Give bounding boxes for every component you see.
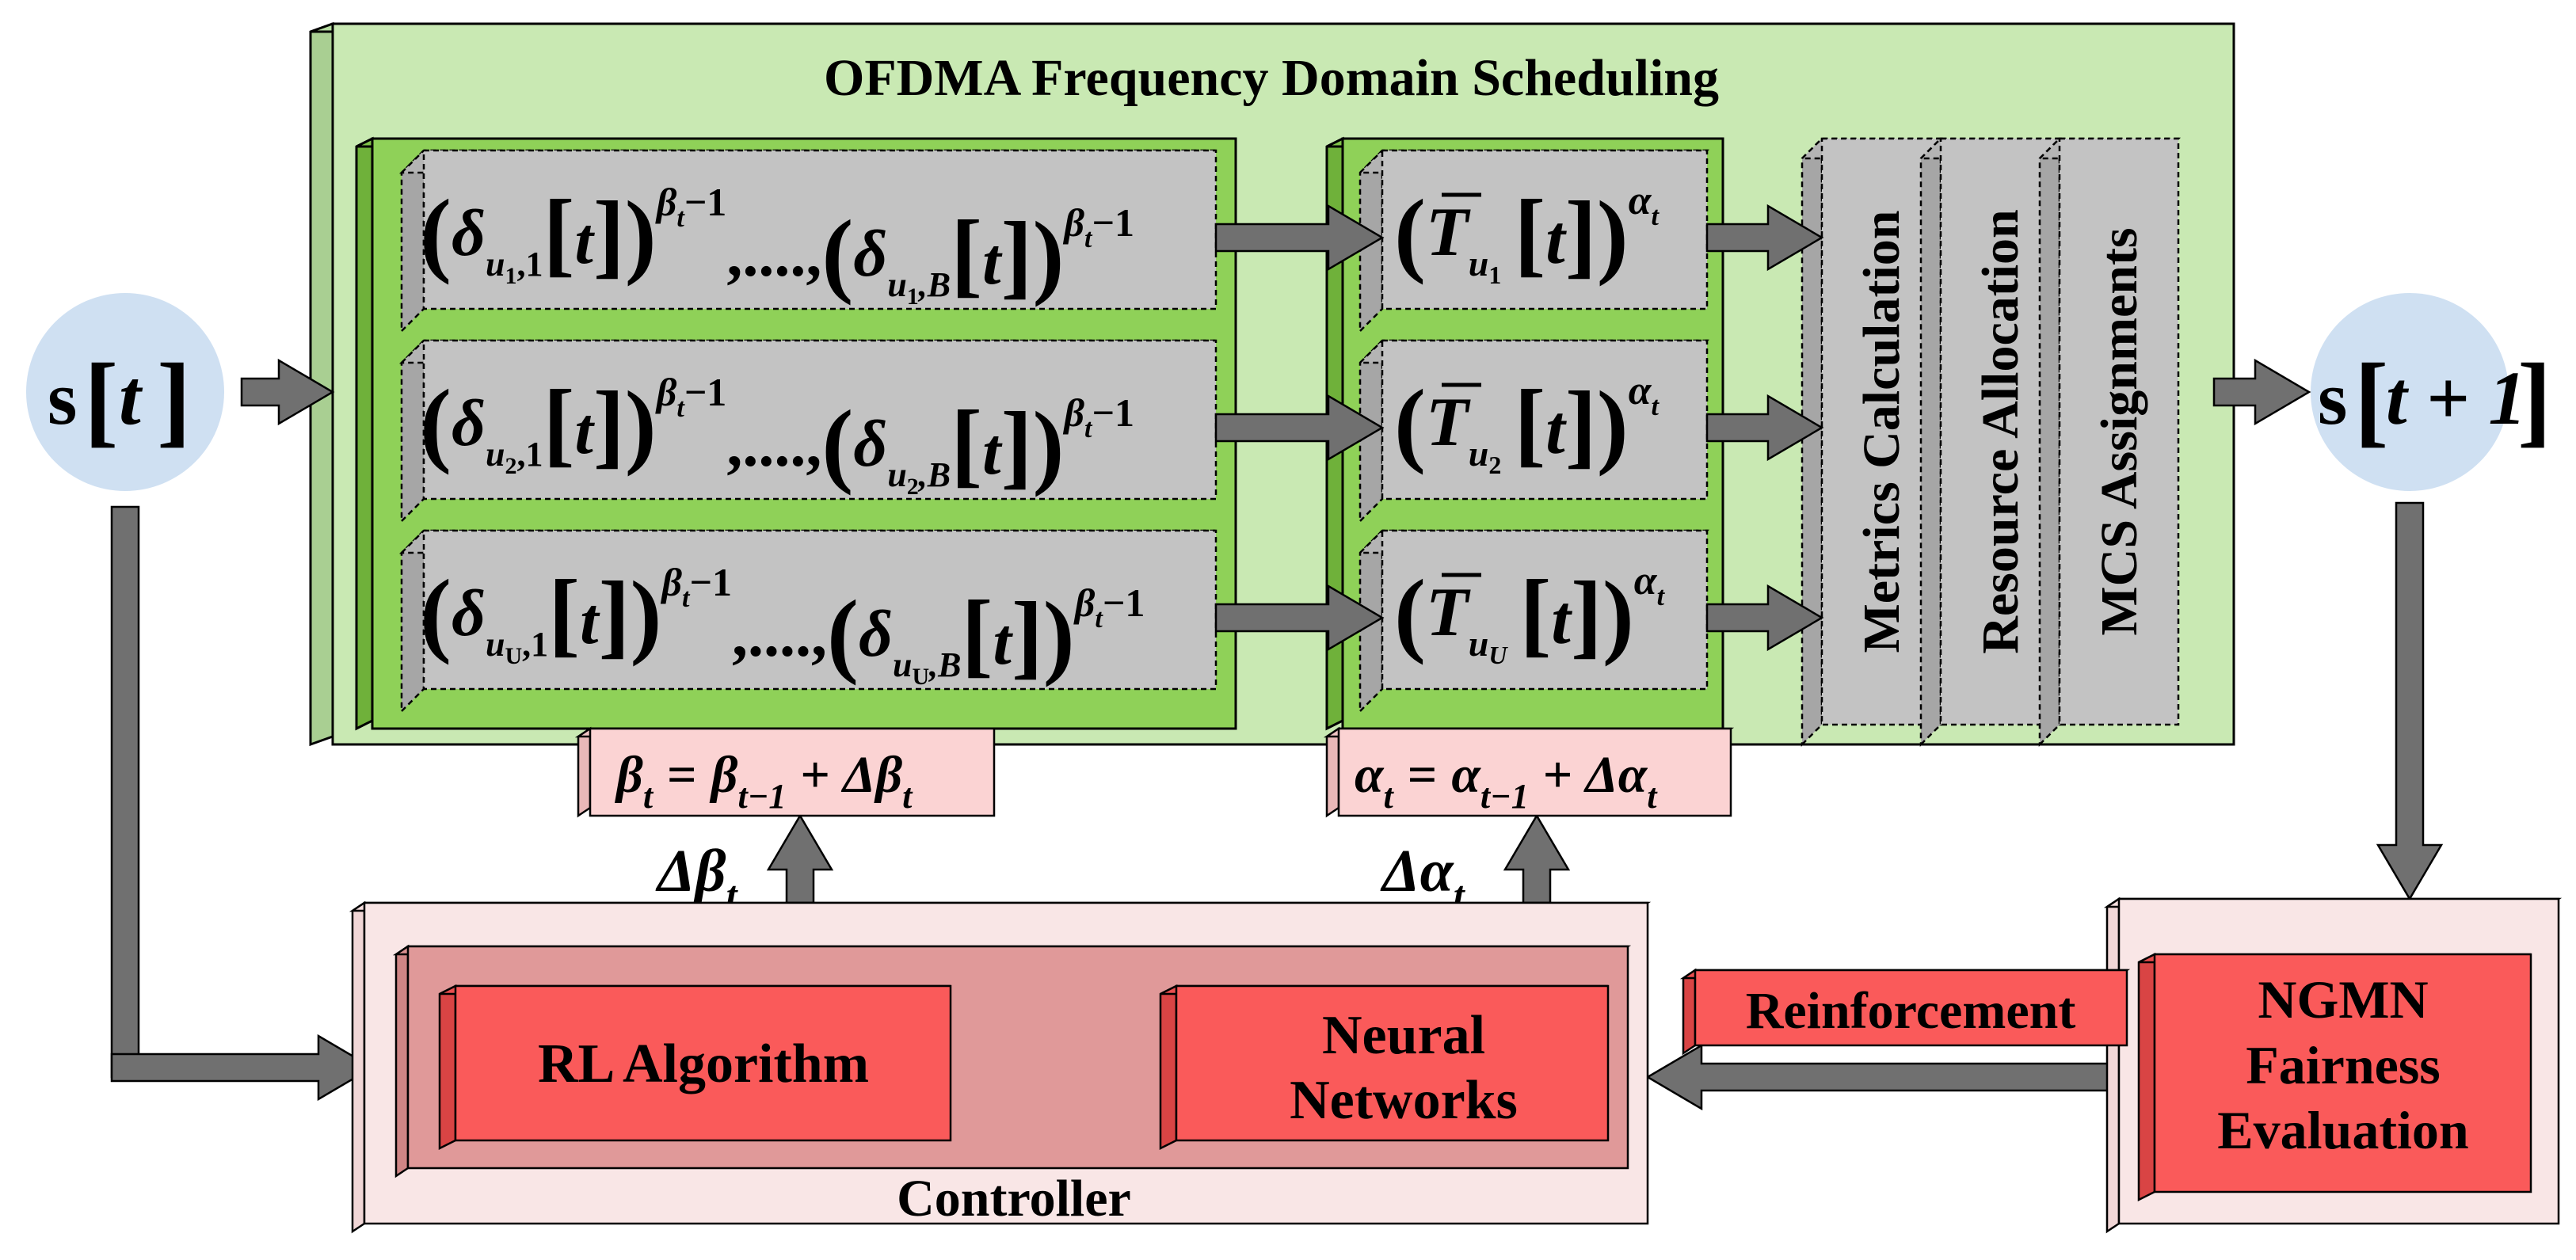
neural-networks-box: Neural Networks	[1159, 984, 1610, 1151]
delta-row-formula: (δu2,1[t])βt−1,....,(δu2,B[t])βt−1	[420, 370, 1134, 500]
state-in-prefix: s	[48, 356, 77, 440]
throughput-to-module-arrow	[1705, 394, 1824, 462]
svg-text:αt=αt−1+Δαt: αt=αt−1+Δαt	[1355, 746, 1658, 816]
beta-update-box: βt=βt−1+Δβt	[574, 726, 998, 818]
neural-networks-line2: Networks	[1290, 1070, 1518, 1131]
delta-to-throughput-arrow	[1214, 584, 1385, 652]
svg-text:[: [	[84, 343, 118, 457]
throughput-row: (TuU[t])αt	[1357, 527, 1710, 714]
state-out-arrow	[2212, 358, 2311, 426]
ngmn-line2: Fairness	[2246, 1035, 2441, 1095]
throughput-row-formula: (Tu1[t])αt	[1394, 178, 1660, 289]
row-arrows	[1214, 204, 1824, 652]
delta-row-formula: (δu1,1[t])βt−1,....,(δu1,B[t])βt−1	[420, 180, 1134, 310]
ngmn-line1: NGMN	[2258, 969, 2428, 1030]
controller-label: Controller	[897, 1170, 1131, 1228]
delta-row: (δu2,1[t])βt−1,....,(δu2,B[t])βt−1	[398, 337, 1219, 524]
state-out-prefix: s	[2318, 356, 2347, 440]
svg-text:]: ]	[157, 343, 191, 457]
state-out-to-ngmn-arrow	[2376, 501, 2444, 901]
svg-text:βt=βt−1+Δβt: βt=βt−1+Δβt	[614, 746, 913, 816]
delta-row-formula: (δuU,1[t])βt−1,....,(δuU,B[t])βt−1	[420, 560, 1145, 690]
module-label: Metrics Calculation	[1853, 210, 1911, 653]
state-out-var: t + 1	[2386, 356, 2526, 440]
delta-rows: (δu1,1[t])βt−1,....,(δu1,B[t])βt−1 (δu2,1…	[398, 147, 1219, 714]
reinforcement-box: Reinforcement	[1679, 968, 2131, 1056]
svg-text:]: ]	[2517, 343, 2551, 457]
reinforcement-label: Reinforcement	[1746, 982, 2076, 1040]
reinforcement-to-controller-arrow	[1645, 1043, 2128, 1111]
state-in-arrow	[240, 358, 335, 426]
throughput-row: (Tu2[t])αt	[1357, 337, 1710, 524]
scheduling-title: OFDMA Frequency Domain Scheduling	[824, 49, 1719, 107]
scheduler-modules: Metrics Calculation Resource Allocation MC…	[1799, 135, 2182, 748]
state-to-controller-line	[110, 505, 140, 1079]
ngmn-box: NGMN Fairness Evaluation	[2103, 896, 2563, 1234]
delta-row: (δu1,1[t])βt−1,....,(δu1,B[t])βt−1	[398, 147, 1219, 334]
ngmn-line3: Evaluation	[2217, 1100, 2468, 1160]
svg-text:[: [	[2354, 343, 2388, 457]
state-in-circle: s [ t ]	[26, 293, 224, 491]
beta-lhs: β	[614, 746, 643, 804]
alpha-lhs: α	[1355, 746, 1385, 804]
alpha-update-box: αt=αt−1+Δαt	[1323, 726, 1735, 818]
throughput-row-formula: (TuU[t])αt	[1394, 558, 1666, 669]
delta-to-throughput-arrow	[1214, 204, 1385, 272]
delta-alpha-arrow	[1503, 813, 1571, 904]
delta-alpha-label: Δαt	[1380, 838, 1466, 917]
delta-row: (δuU,1[t])βt−1,....,(δuU,B[t])βt−1	[398, 527, 1219, 714]
throughput-to-module-arrow	[1705, 204, 1824, 272]
state-to-controller-arrow	[110, 1034, 375, 1102]
throughput-row: (Tu1[t])αt	[1357, 147, 1710, 334]
module-column: MCS Assignments	[2037, 135, 2182, 748]
module-label: Resource Allocation	[1972, 209, 2029, 654]
throughput-rows: (Tu1[t])αt (Tu2[t])αt (TuU[t])αt	[1357, 147, 1710, 714]
delta-to-throughput-arrow	[1214, 394, 1385, 462]
module-label: MCS Assignments	[2090, 227, 2148, 635]
delta-beta-arrow	[766, 813, 834, 904]
rl-algorithm-box: RL Algorithm	[438, 984, 952, 1151]
state-out-circle: s [ t + 1 ]	[2311, 293, 2551, 491]
throughput-to-module-arrow	[1705, 584, 1824, 652]
state-in-var: t	[119, 353, 143, 441]
rl-algorithm-label: RL Algorithm	[538, 1034, 869, 1094]
throughput-row-formula: (Tu2[t])αt	[1394, 368, 1660, 479]
neural-networks-line1: Neural	[1322, 1005, 1485, 1066]
